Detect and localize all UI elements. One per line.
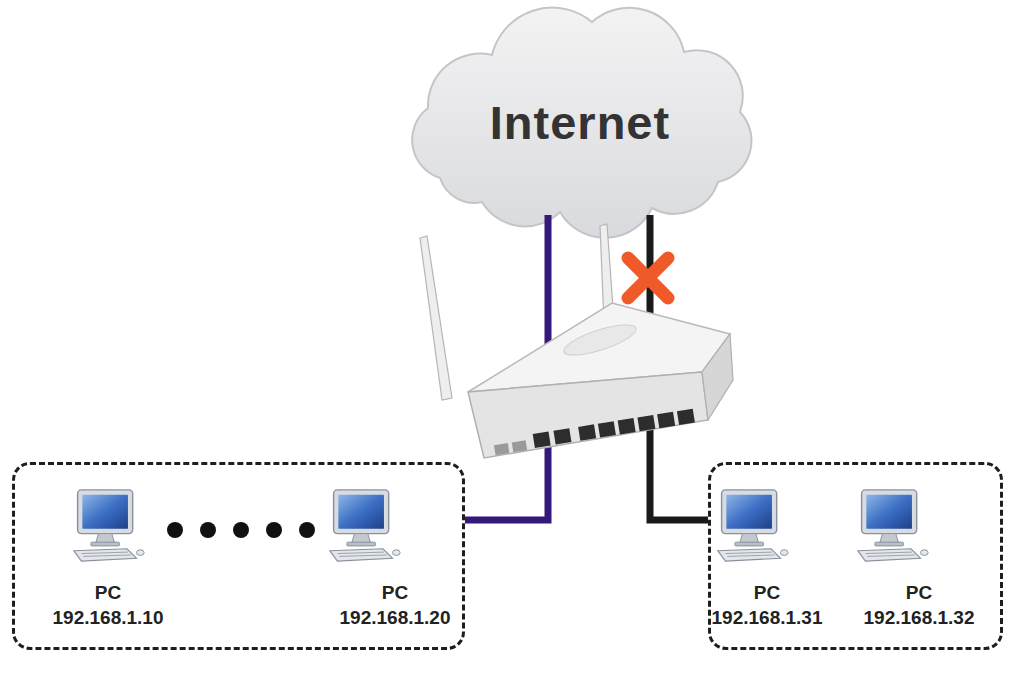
pc-node: PC192.168.1.10 <box>33 580 183 634</box>
pc-node: PC192.168.1.31 <box>697 580 837 634</box>
pc-node: PC192.168.1.20 <box>320 580 470 634</box>
pc-label: 192.168.1.32 <box>849 605 989 630</box>
router-body <box>468 303 733 458</box>
pc-label: PC <box>33 580 183 605</box>
cloud-label: Internet <box>490 95 670 150</box>
cloud-text-wrap: Internet <box>490 95 670 150</box>
pc-group: PC192.168.1.10PC192.168.1.20 <box>12 462 465 650</box>
internet-cloud <box>412 8 751 238</box>
ellipsis-dots <box>167 522 315 538</box>
pc-icon <box>330 490 400 561</box>
pc-group: PC192.168.1.31PC192.168.1.32 <box>708 462 1003 650</box>
pc-label: PC <box>320 580 470 605</box>
pc-label: PC <box>697 580 837 605</box>
pc-icon <box>718 490 788 561</box>
pc-label: PC <box>849 580 989 605</box>
pc-label: 192.168.1.20 <box>320 605 470 630</box>
pc-icon <box>74 490 144 561</box>
pc-label: 192.168.1.10 <box>33 605 183 630</box>
pc-label: 192.168.1.31 <box>697 605 837 630</box>
blocked-cross <box>628 258 668 298</box>
pc-icon <box>858 490 928 561</box>
internet-cloud-node: Internet <box>440 30 720 215</box>
pc-node: PC192.168.1.32 <box>849 580 989 634</box>
